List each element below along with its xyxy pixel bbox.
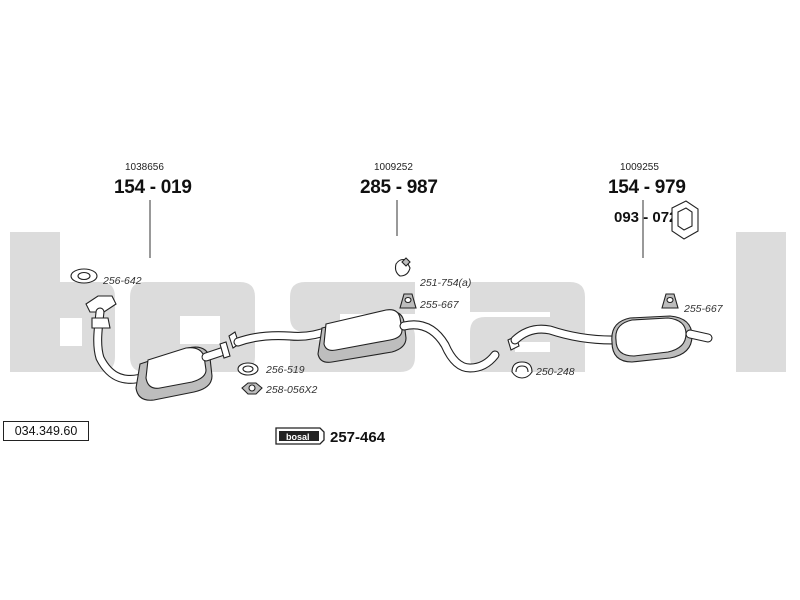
gasket-mid-icon bbox=[237, 362, 259, 376]
middle-ref-label: 1009252 bbox=[374, 162, 413, 173]
rear-pipe-silencer bbox=[507, 315, 713, 363]
rubber-mid-icon bbox=[399, 293, 417, 309]
middle-pipe-muffler bbox=[228, 309, 500, 373]
gasket-front-label: 256-642 bbox=[102, 275, 142, 287]
mounting-kit-part-number: 257-464 bbox=[330, 429, 386, 446]
front-part-number: 154 - 019 bbox=[114, 177, 192, 198]
rear-part-number: 154 - 979 bbox=[608, 177, 686, 198]
hanger-mid-icon bbox=[394, 257, 411, 277]
middle-part-number: 285 - 987 bbox=[360, 177, 438, 198]
reference-number-box: 034.349.60 bbox=[3, 421, 89, 441]
mounting-kit-badge: bosal bbox=[275, 427, 325, 445]
rubber-rear-label: 255-667 bbox=[683, 303, 724, 315]
gasket-mid-label: 256-519 bbox=[265, 364, 305, 376]
nut-icon bbox=[241, 382, 263, 395]
hanger-mid-label: 251-754(a) bbox=[419, 277, 471, 289]
rubber-mid-label: 255-667 bbox=[419, 299, 460, 311]
front-pipe-catalyst bbox=[85, 295, 231, 401]
rear-ref-label: 1009255 bbox=[620, 162, 659, 173]
clamp-rear-icon bbox=[511, 361, 533, 379]
gasket-front-icon bbox=[70, 268, 98, 284]
front-ref-label: 1038656 bbox=[125, 162, 164, 173]
rubber-rear-icon bbox=[661, 293, 679, 309]
mounting-kit-badge-text: bosal bbox=[286, 432, 310, 442]
rear-mount-bracket-icon bbox=[671, 200, 699, 240]
nut-label: 258-056X2 bbox=[265, 384, 318, 396]
clamp-rear-label: 250-248 bbox=[535, 366, 575, 378]
rear-mount-part-number: 093 - 072 bbox=[614, 209, 677, 226]
